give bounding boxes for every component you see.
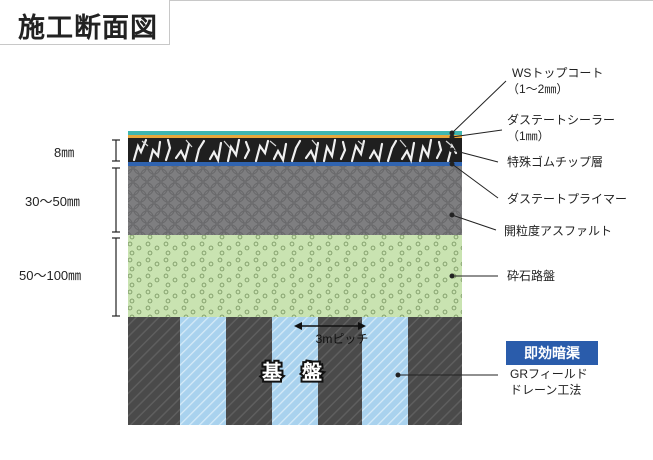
label-gravel: 砕石路盤 bbox=[507, 268, 555, 283]
label-topcoat-line1: WSトップコート bbox=[512, 66, 603, 80]
drain-badge-label: 即効暗渠 bbox=[524, 345, 581, 361]
label-drain-line1: GRフィールド bbox=[510, 367, 588, 381]
dimension-8mm bbox=[112, 139, 120, 162]
dimension-50-100mm bbox=[112, 237, 120, 317]
dimension-label-8mm: 8㎜ bbox=[54, 145, 74, 160]
label-sealer-line1: ダステートシーラー bbox=[507, 112, 615, 127]
leader-rubber bbox=[451, 149, 499, 163]
primer-layer bbox=[128, 162, 462, 166]
label-rubber-chip: 特殊ゴムチップ層 bbox=[507, 154, 603, 169]
subgrade-label: 基 盤 bbox=[262, 360, 323, 384]
label-drain-line2: ドレーン工法 bbox=[510, 383, 581, 397]
dimension-30-50mm bbox=[112, 167, 120, 233]
leader-topcoat bbox=[451, 80, 507, 134]
rubber-chip-layer bbox=[128, 138, 462, 164]
asphalt-layer bbox=[128, 166, 462, 235]
sealer-layer bbox=[128, 135, 462, 138]
leader-lines bbox=[395, 80, 507, 378]
label-sealer-line2: （1㎜） bbox=[507, 129, 550, 143]
pitch-arrow: 3mピッチ bbox=[294, 322, 368, 346]
top-rule bbox=[170, 0, 653, 1]
label-primer: ダステートプライマー bbox=[507, 191, 627, 206]
gravel-layer bbox=[128, 235, 462, 317]
dimension-label-50-100mm: 50〜100㎜ bbox=[19, 268, 81, 283]
drain-strips bbox=[180, 317, 408, 425]
leader-primer bbox=[451, 163, 499, 199]
title-box: 施工断面図 bbox=[0, 0, 170, 45]
pitch-label: 3mピッチ bbox=[316, 332, 369, 346]
drain-badge: 即効暗渠 bbox=[506, 341, 598, 365]
label-asphalt: 開粒度アスファルト bbox=[504, 223, 612, 238]
topcoat-layer bbox=[128, 131, 462, 135]
label-topcoat-line2: （1〜2㎜） bbox=[507, 82, 568, 96]
dimension-label-30-50mm: 30〜50㎜ bbox=[25, 194, 80, 209]
leader-sealer bbox=[451, 129, 503, 138]
page-title: 施工断面図 bbox=[18, 13, 158, 44]
leader-asphalt bbox=[451, 214, 497, 231]
